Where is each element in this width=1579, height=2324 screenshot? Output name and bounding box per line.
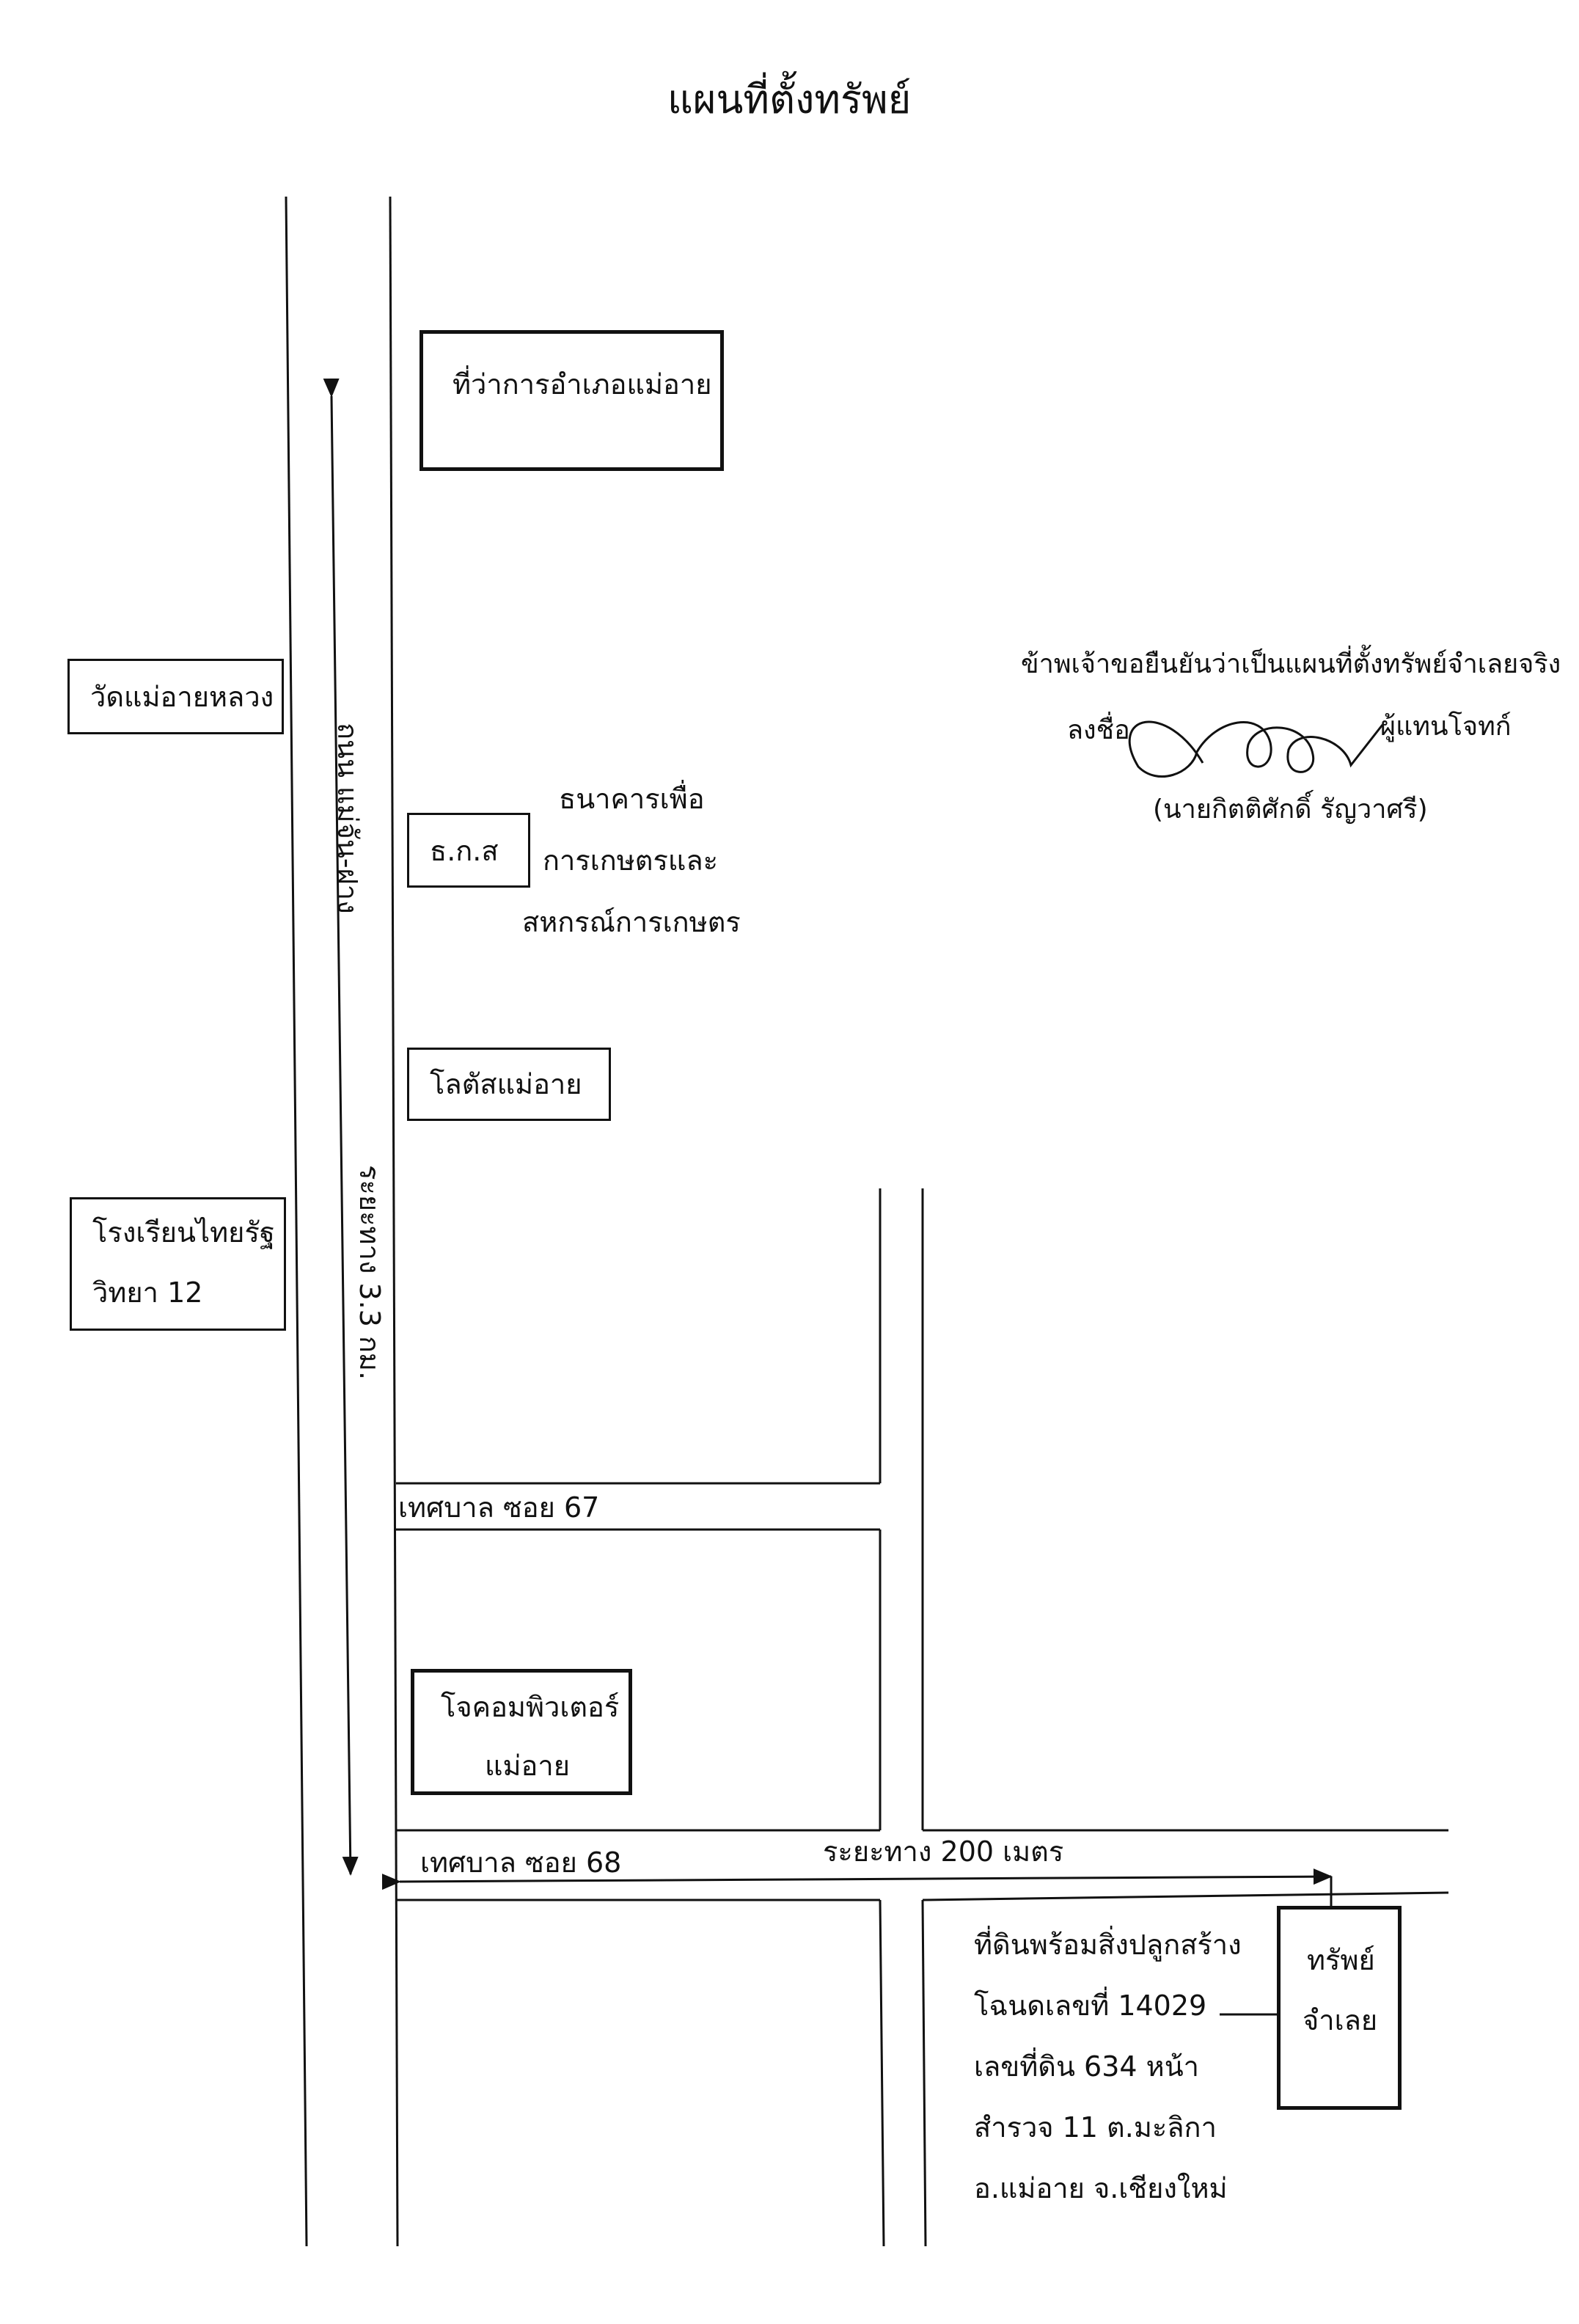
soi67-label: เทศบาล ซอย 67 — [398, 1491, 600, 1524]
page-title: แผนที่ตั้งทรัพย์ — [667, 76, 912, 123]
main-distance-arrow — [323, 378, 359, 1876]
baac-box: ธ.ก.ส — [407, 813, 530, 888]
signer-name: (นายกิตติศักดิ์ รัญวาศรี) — [1153, 794, 1428, 825]
soi-distance-label: ระยะทาง 200 เมตร — [823, 1835, 1064, 1868]
district-office-box: ที่ว่าการอำเภอแม่อาย — [420, 330, 724, 471]
computer-shop-box: โจคอมพิวเตอร์ แม่อาย — [411, 1669, 632, 1795]
soi68-road-edge — [879, 1899, 885, 2247]
certification-statement: ข้าพเจ้าขอยืนยันว่าเป็นแผนที่ตั้งทรัพย์จ… — [1021, 649, 1561, 679]
property-detail-line-1: ที่ดินพร้อมสิ่งปลูกสร้าง — [974, 1929, 1242, 1961]
sign-label: ลงชื่อ — [1067, 715, 1130, 745]
property-detail-line-4: สำรวจ 11 ต.มะลิกา — [974, 2111, 1217, 2144]
lotus-box: โลตัสแม่อาย — [407, 1048, 611, 1121]
main-distance-label: ระยะทาง 3.3 กม. — [353, 1165, 386, 1381]
soi-distance-arrow — [381, 1868, 1333, 1890]
temple-label: วัดแม่อายหลวง — [90, 681, 274, 713]
baac-full-line-2: การเกษตรและ — [543, 844, 719, 877]
school-box: โรงเรียนไทยรัฐ วิทยา 12 — [70, 1197, 286, 1331]
signer-role: ผู้แทนโจทก์ — [1380, 712, 1512, 742]
property-label-line-1: ทรัพย์ — [1307, 1944, 1375, 1976]
school-label-line-1: โรงเรียนไทยรัฐ — [92, 1216, 275, 1249]
property-label-line-2: จำเลย — [1303, 2004, 1378, 2036]
temple-box: วัดแม่อายหลวง — [67, 659, 284, 734]
baac-abbr-label: ธ.ก.ส — [430, 835, 499, 867]
main-road-left-edge — [285, 196, 308, 2247]
soi68-label: เทศบาล ซอย 68 — [420, 1846, 622, 1879]
soi68-road-edge — [921, 1899, 927, 2247]
property-detail-line-5: อ.แม่อาย จ.เชียงใหม่ — [974, 2172, 1228, 2204]
property-detail-line-2: โฉนดเลขที่ 14029 — [974, 1989, 1207, 2022]
property-detail-line-3: เลขที่ดิน 634 หน้า — [974, 2050, 1200, 2083]
computer-shop-label-line-1: โจคอมพิวเตอร์ — [441, 1691, 620, 1723]
school-label-line-2: วิทยา 12 — [92, 1276, 203, 1309]
computer-shop-label-line-2: แม่อาย — [485, 1750, 570, 1782]
main-road-right-edge — [389, 196, 399, 2247]
lotus-label: โลตัสแม่อาย — [430, 1068, 582, 1100]
signature — [1128, 720, 1384, 778]
baac-full-line-3: สหกรณ์การเกษตร — [522, 906, 741, 938]
baac-full-line-1: ธนาคารเพื่อ — [559, 783, 705, 815]
main-road-label: ถนน แม่จัน-ฝาง — [331, 723, 364, 914]
property-box: ทรัพย์ จำเลย — [1277, 1906, 1402, 2110]
soi68-road-edge — [922, 1891, 1449, 1901]
district-office-label: ที่ว่าการอำเภอแม่อาย — [453, 368, 712, 401]
